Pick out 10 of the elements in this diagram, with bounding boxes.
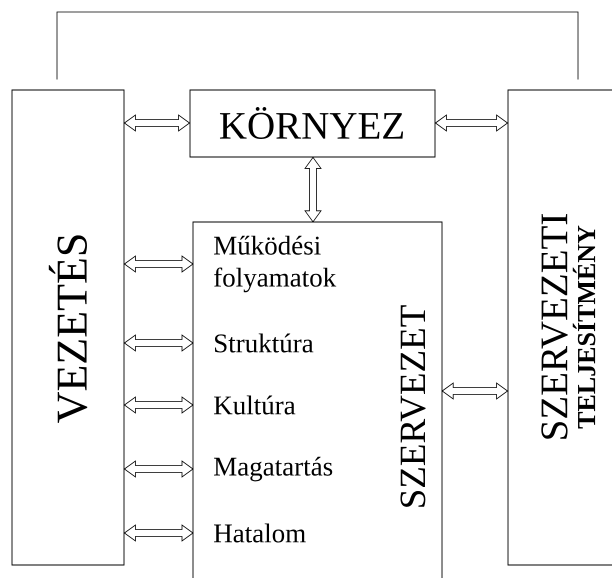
double-arrow — [442, 382, 508, 400]
item-label: Magatartás — [214, 456, 332, 482]
item-label: Hatalom — [214, 524, 306, 542]
item-label: Struktúra — [215, 333, 314, 353]
management-box: VEZETÉS — [12, 90, 124, 566]
item-label: Működési folyamatok — [214, 236, 336, 292]
environment-box: KÖRNYEZ — [190, 90, 436, 158]
connector-line — [56, 12, 578, 80]
item-label: Kultúra — [214, 395, 296, 415]
performance-box: SZERVEZETI TELJESÍTMÉNY — [508, 90, 612, 566]
